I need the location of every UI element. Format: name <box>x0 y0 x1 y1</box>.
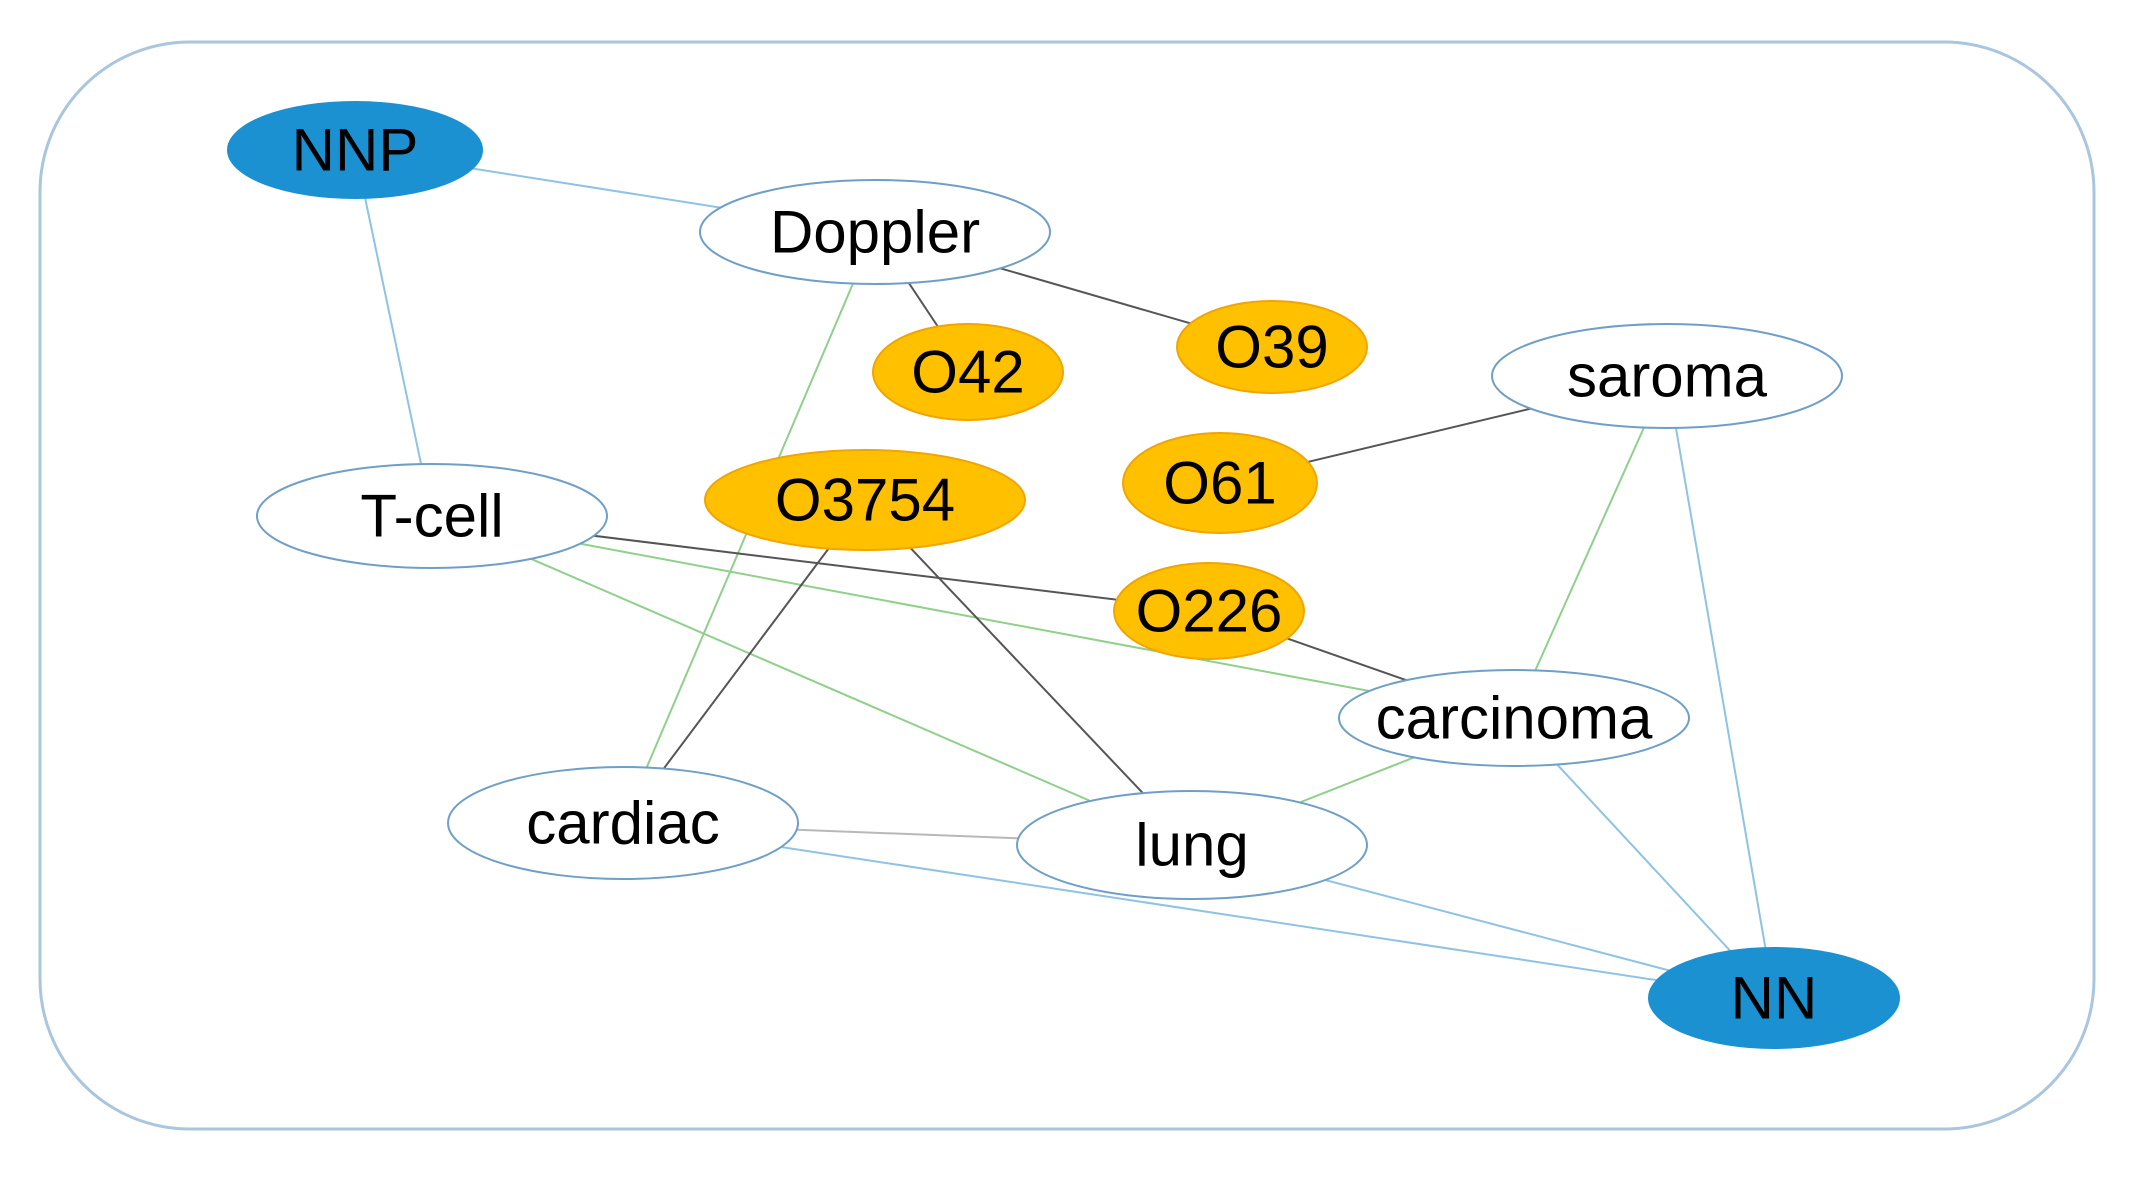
node-label-nnp: NNP <box>292 117 419 184</box>
node-doppler: Doppler <box>699 179 1051 285</box>
node-label-saroma: saroma <box>1567 343 1768 410</box>
edge-t-cell-lung <box>431 515 1193 846</box>
node-label-o3754: O3754 <box>775 467 955 534</box>
node-shape-lung <box>1016 790 1368 900</box>
node-nnp: NNP <box>227 101 483 199</box>
node-shape-carcinoma <box>1338 669 1690 767</box>
node-shape-doppler <box>699 179 1051 285</box>
edge-cardiac-nn <box>622 822 1775 999</box>
node-label-t-cell: T-cell <box>360 483 503 550</box>
node-shape-o226 <box>1113 562 1305 660</box>
node-label-o42: O42 <box>911 339 1024 406</box>
node-shape-o3754 <box>704 449 1026 551</box>
node-o3754: O3754 <box>704 449 1026 551</box>
edge-o3754-lung <box>864 499 1193 846</box>
node-label-lung: lung <box>1135 812 1248 879</box>
node-label-o226: O226 <box>1136 578 1283 645</box>
node-t-cell: T-cell <box>256 463 608 569</box>
node-lung: lung <box>1016 790 1368 900</box>
edge-nnp-t-cell <box>354 149 433 517</box>
node-cardiac: cardiac <box>447 766 799 880</box>
node-shape-cardiac <box>447 766 799 880</box>
node-label-carcinoma: carcinoma <box>1376 685 1653 752</box>
node-carcinoma: carcinoma <box>1338 669 1690 767</box>
edge-saroma-nn <box>1666 375 1775 999</box>
edge-saroma-carcinoma <box>1513 375 1668 719</box>
node-shape-nn <box>1648 947 1900 1049</box>
node-label-o39: O39 <box>1215 314 1328 381</box>
node-shape-o42 <box>872 323 1064 421</box>
node-label-o61: O61 <box>1163 450 1276 517</box>
node-shape-o39 <box>1176 300 1368 394</box>
node-label-cardiac: cardiac <box>526 790 719 857</box>
edge-t-cell-carcinoma <box>431 515 1515 719</box>
node-shape-o61 <box>1122 432 1318 534</box>
node-label-doppler: Doppler <box>770 199 980 266</box>
node-saroma: saroma <box>1491 323 1843 429</box>
node-o42: O42 <box>872 323 1064 421</box>
node-label-nn: NN <box>1731 965 1818 1032</box>
node-shape-t-cell <box>256 463 608 569</box>
node-nn: NN <box>1648 947 1900 1049</box>
node-shape-nnp <box>227 101 483 199</box>
node-shape-saroma <box>1491 323 1843 429</box>
node-o61: O61 <box>1122 432 1318 534</box>
node-o39: O39 <box>1176 300 1368 394</box>
node-o226: O226 <box>1113 562 1305 660</box>
